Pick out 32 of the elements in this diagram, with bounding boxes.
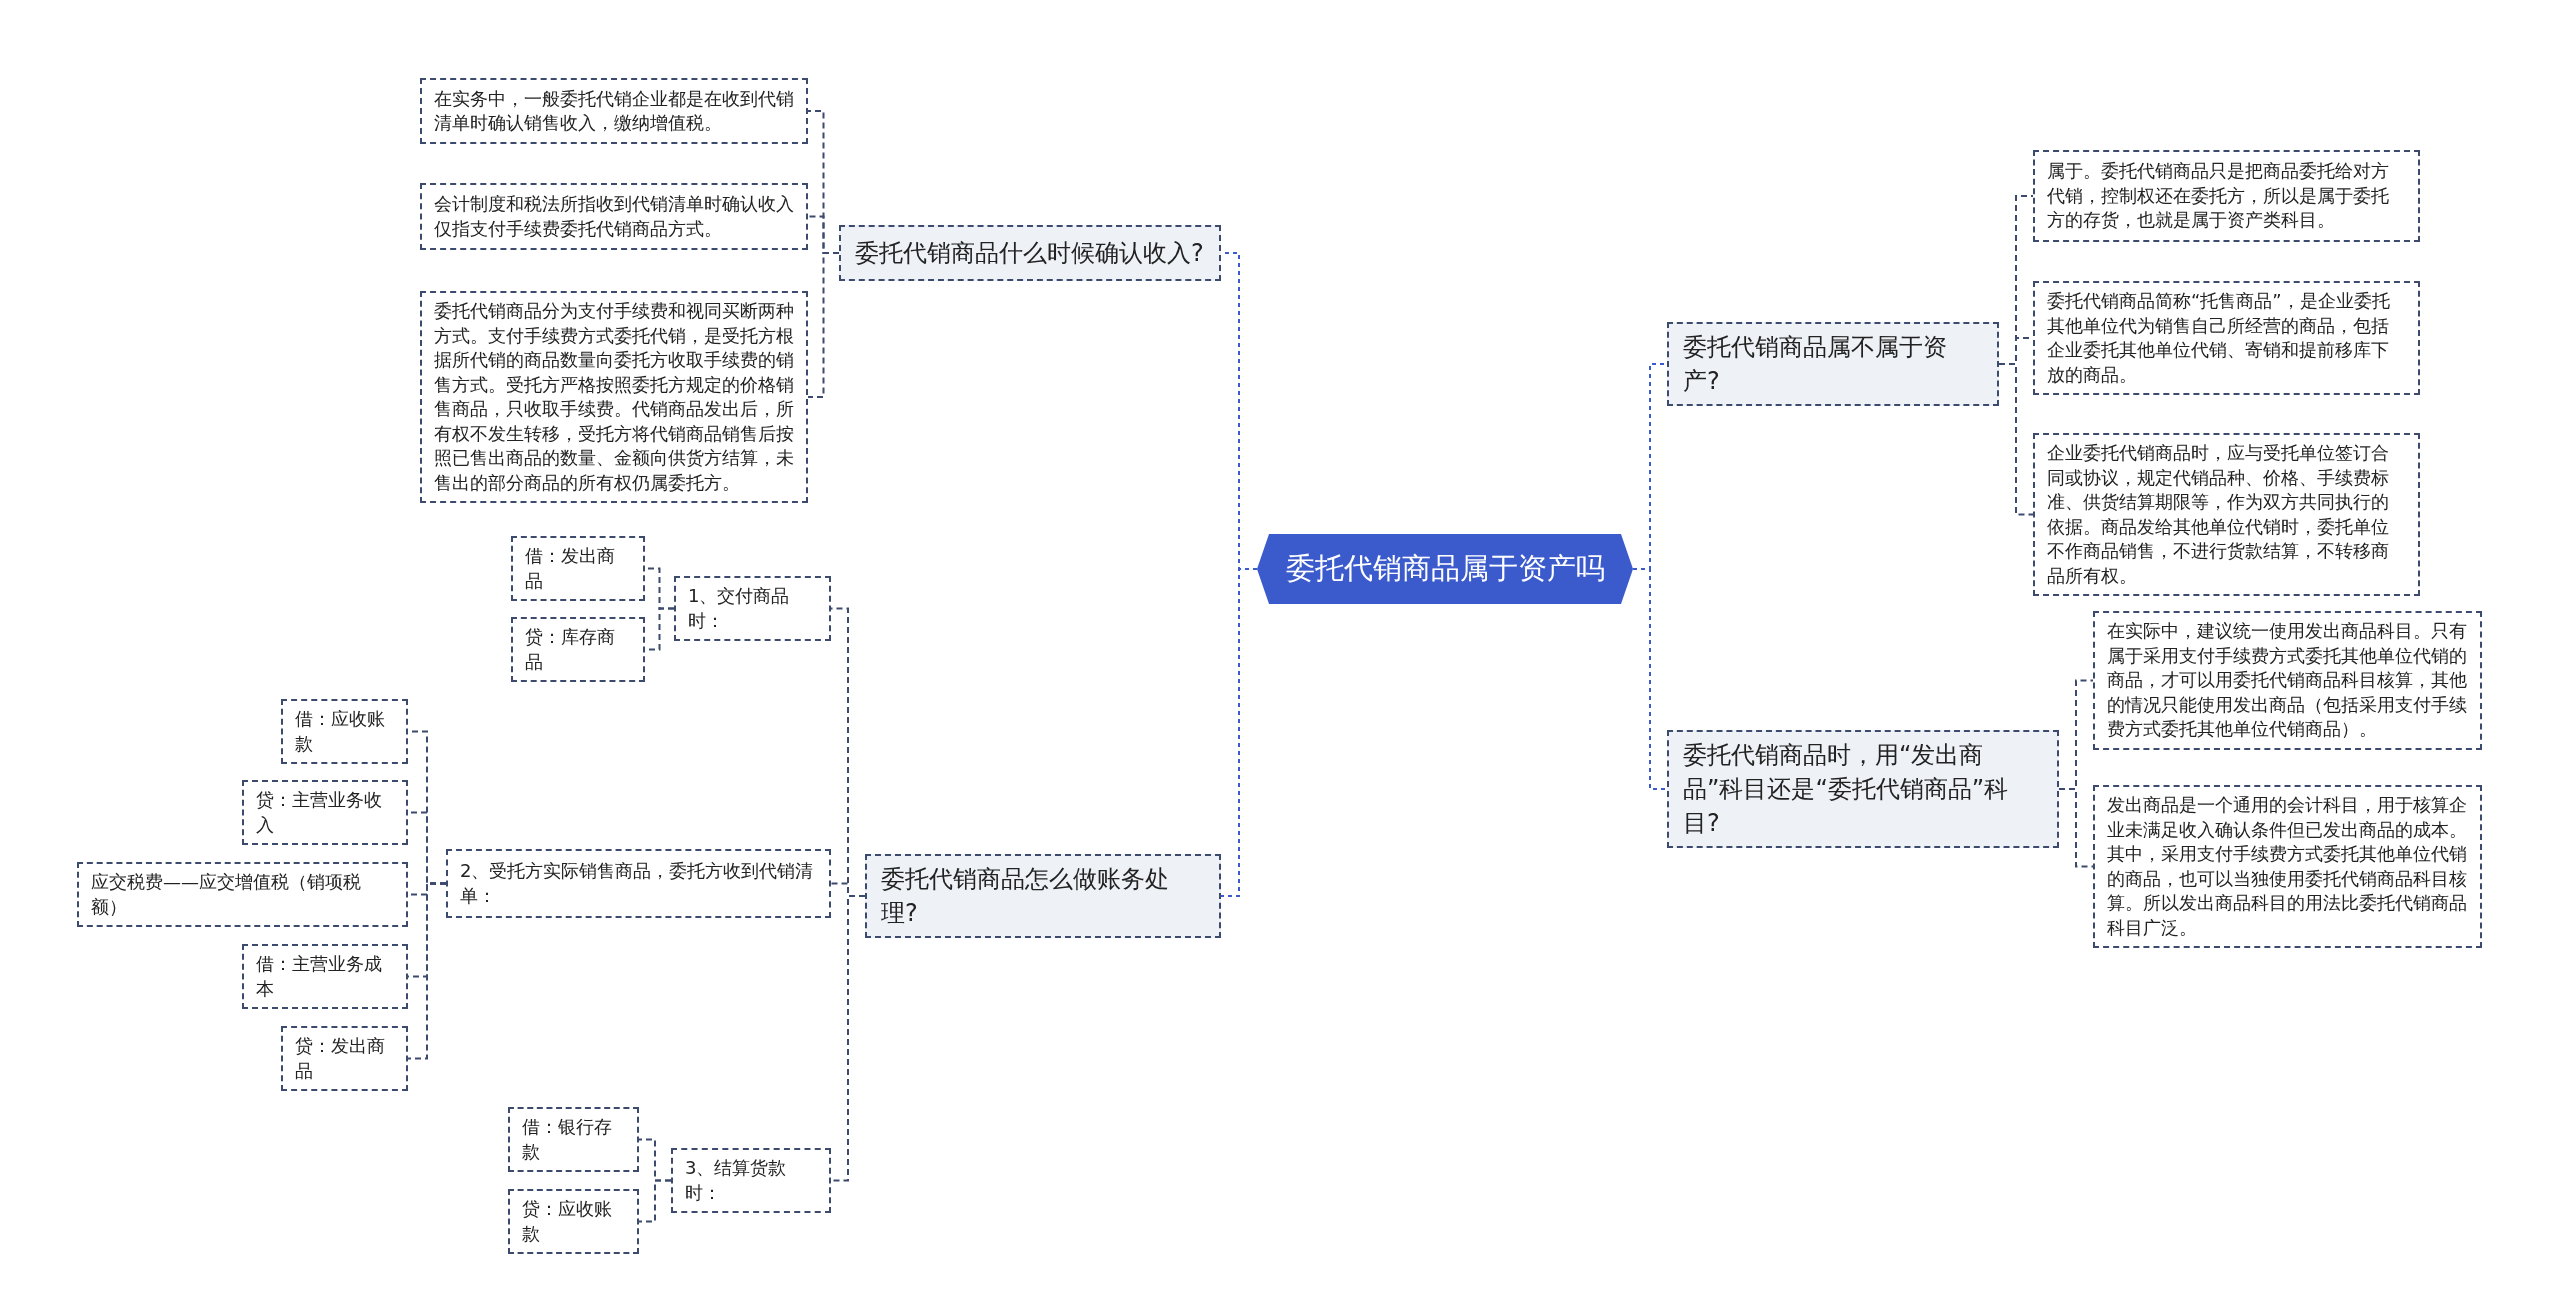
note-box: 在实际中，建议统一使用发出商品科目。只有属于采用支付手续费方式委托其他单位代销的商品，才可以用委托代销商品科目核算，其他的情况只能使用发出商品（包括采用支付手续费方式委托其他单位代销商品）。: [2093, 611, 2482, 750]
connector-line: [1998, 363, 2034, 516]
connector-line: [1632, 568, 1668, 790]
note-box: 3、结算货款时：: [671, 1148, 831, 1213]
note-box: 1、交付商品时：: [674, 576, 831, 641]
topic-box: 委托代销商品怎么做账务处理?: [865, 854, 1221, 938]
topic-box: 委托代销商品属不属于资产?: [1667, 322, 1999, 406]
note-box: 属于。委托代销商品只是把商品委托给对方代销，控制权还在委托方，所以是属于委托方的存货，也就是属于资产类科目。: [2033, 150, 2420, 242]
note-box: 企业委托代销商品时，应与受托单位签订合同或协议，规定代销品种、价格、手续费标准、供货结算期限等，作为双方共同执行的依据。商品发给其他单位代销时，委托单位不作商品销售，不进行货款结算，不转移商品所有权。: [2033, 433, 2420, 596]
note-box: 贷：应收账款: [508, 1189, 639, 1254]
topic-title: 委托代销商品属于资产吗: [1285, 550, 1605, 587]
note-box: 应交税费——应交增值税（销项税额）: [77, 862, 408, 927]
note-box: 会计制度和税法所指收到代销清单时确认收入仅指支付手续费委托代销商品方式。: [420, 183, 808, 250]
note-box: 委托代销商品分为支付手续费和视同买断两种方式。支付手续费方式委托代销，是受托方根据所代销的商品数量向委托方收取手续费的销售方式。受托方严格按照委托方规定的价格销售商品，只收取手续费。代销商品发出后，所有权不发生转移，受托方将代销商品销售后按照已售出商品的数量、金额向供货方结算，未售出的部分商品的所有权仍属委托方。: [420, 291, 808, 503]
connector-line: [638, 1179, 672, 1223]
note-box: 2、受托方实际销售商品，委托方收到代销清单：: [446, 849, 831, 918]
note-box: 贷：主营业务收入: [242, 780, 408, 845]
note-box: 委托代销商品简称“托售商品”，是企业委托其他单位代为销售自己所经营的商品，包括企业委托其他单位代销、寄销和提前移库下放的商品。: [2033, 281, 2420, 395]
note-box: 借：主营业务成本: [242, 944, 408, 1009]
note-box: 贷：库存商品: [511, 617, 645, 682]
note-box: 借：应收账款: [281, 699, 408, 764]
note-box: 借：银行存款: [508, 1107, 639, 1172]
connector-line: [407, 882, 447, 1060]
topic-box: 委托代销商品什么时候确认收入?: [839, 225, 1221, 281]
connector-line: [2058, 788, 2094, 868]
note-box: 发出商品是一个通用的会计科目，用于核算企业未满足收入确认条件但已发出商品的成本。其中，采用支付手续费方式委托其他单位代销的商品，也可以当独使用委托代销商品科目核算。所以发出商品科目的用法比委托代销商品科目广泛。: [2093, 785, 2482, 948]
connector-line: [1220, 568, 1258, 897]
connector-line: [807, 252, 840, 398]
note-box: 借：发出商品: [511, 536, 645, 601]
note-box: 在实务中，一般委托代销企业都是在收到代销清单时确认销售收入，缴纳增值税。: [420, 78, 808, 144]
topic-box: 委托代销商品时，用“发出商品”科目还是“委托代销商品”科目?: [1667, 730, 2059, 848]
note-box: 贷：发出商品: [281, 1026, 408, 1091]
